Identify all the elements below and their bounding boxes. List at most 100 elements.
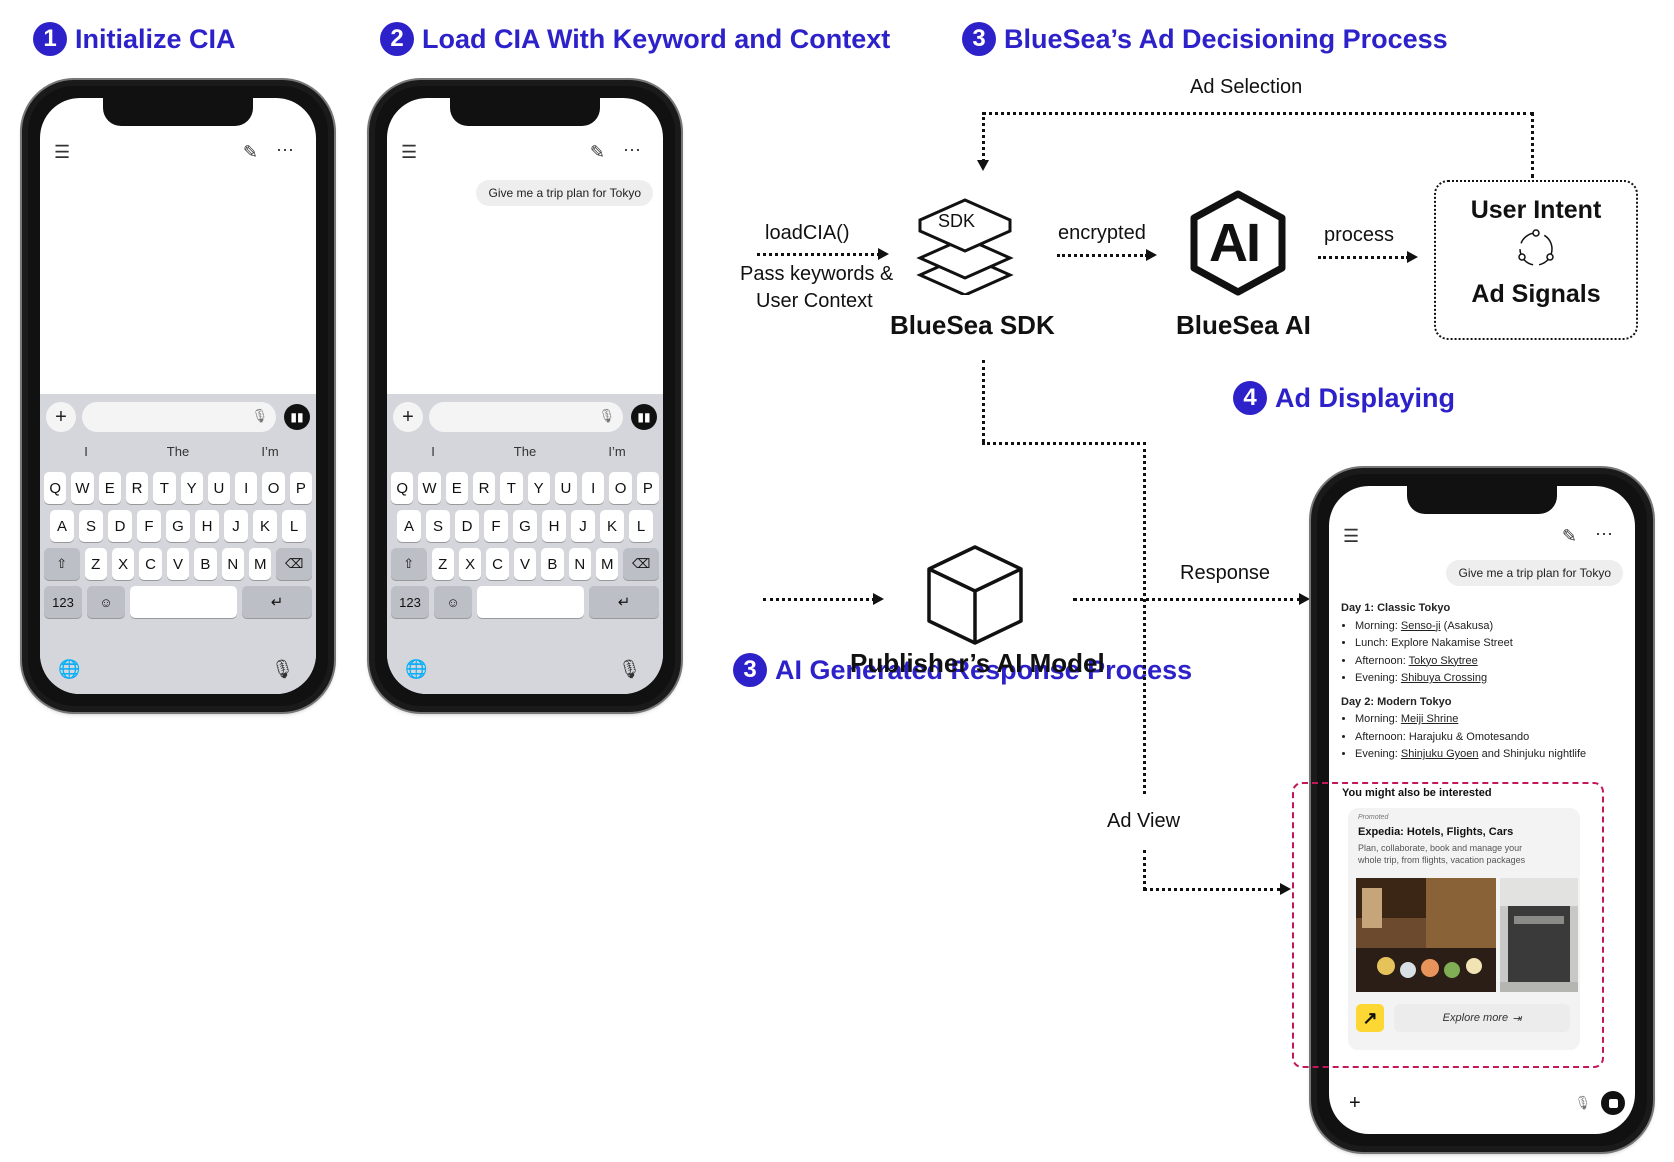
key[interactable]: F bbox=[484, 510, 508, 542]
edit-icon[interactable]: ✎ bbox=[589, 142, 605, 162]
ad-card[interactable]: Promoted Expedia: Hotels, Flights, Cars … bbox=[1348, 808, 1580, 1050]
key[interactable]: M bbox=[249, 548, 272, 580]
globe-icon[interactable]: 🌐 bbox=[58, 659, 81, 679]
return-key[interactable]: ↵ bbox=[242, 586, 312, 618]
key[interactable]: H bbox=[542, 510, 566, 542]
key[interactable]: S bbox=[79, 510, 103, 542]
key[interactable]: W bbox=[71, 472, 94, 504]
suggestion[interactable]: The bbox=[166, 444, 190, 459]
place-link[interactable]: Tokyo Skytree bbox=[1408, 654, 1478, 667]
key[interactable]: K bbox=[600, 510, 624, 542]
key[interactable]: P bbox=[636, 472, 659, 504]
add-button[interactable]: + bbox=[1349, 1091, 1361, 1114]
place-link[interactable]: Shibuya Crossing bbox=[1400, 672, 1488, 684]
key[interactable]: Q bbox=[391, 472, 414, 504]
more-icon[interactable]: ⋯ bbox=[276, 140, 294, 160]
more-icon[interactable]: ⋯ bbox=[1595, 524, 1613, 544]
key[interactable]: U bbox=[554, 472, 578, 504]
suggestion[interactable]: I’m bbox=[608, 444, 626, 459]
key[interactable]: H bbox=[195, 510, 219, 542]
space-key[interactable] bbox=[130, 586, 237, 618]
menu-icon[interactable]: ☰ bbox=[54, 142, 71, 162]
key[interactable]: I bbox=[582, 472, 605, 504]
key[interactable]: A bbox=[50, 510, 74, 542]
dictation-mic-icon[interactable]: 🎙 bbox=[271, 659, 294, 679]
space-key[interactable] bbox=[477, 586, 584, 618]
place-link[interactable]: Senso-ji bbox=[1400, 619, 1441, 632]
edit-icon[interactable]: ✎ bbox=[1561, 526, 1577, 546]
menu-icon[interactable]: ☰ bbox=[1343, 526, 1360, 546]
key[interactable]: U bbox=[207, 472, 231, 504]
mic-icon[interactable]: 🎙 bbox=[598, 408, 615, 423]
key[interactable]: J bbox=[571, 510, 595, 542]
key[interactable]: V bbox=[513, 548, 537, 580]
key[interactable]: O bbox=[609, 472, 632, 504]
ad-title[interactable]: Expedia: Hotels, Flights, Cars bbox=[1358, 826, 1514, 838]
key[interactable]: F bbox=[137, 510, 161, 542]
key[interactable]: O bbox=[262, 472, 285, 504]
key[interactable]: P bbox=[289, 472, 312, 504]
key[interactable]: N bbox=[221, 548, 245, 580]
key[interactable]: Y bbox=[180, 472, 203, 504]
key[interactable]: B bbox=[541, 548, 564, 580]
mic-icon[interactable]: 🎙 bbox=[251, 408, 268, 423]
voice-mode-icon[interactable]: ▮▮ bbox=[631, 404, 657, 430]
place-link[interactable]: Meiji Shrine bbox=[1400, 713, 1459, 725]
chat-input[interactable]: 🎙 bbox=[82, 402, 276, 432]
more-icon[interactable]: ⋯ bbox=[623, 140, 641, 160]
key[interactable]: X bbox=[111, 548, 135, 580]
emoji-key[interactable]: ☺ bbox=[434, 586, 472, 618]
key[interactable]: K bbox=[253, 510, 277, 542]
numbers-key[interactable]: 123 bbox=[44, 586, 82, 618]
suggestion[interactable]: The bbox=[513, 444, 537, 459]
key[interactable]: C bbox=[486, 548, 509, 580]
suggestion[interactable]: I bbox=[431, 444, 435, 459]
key[interactable]: A bbox=[397, 510, 421, 542]
key[interactable]: W bbox=[418, 472, 441, 504]
key[interactable]: I bbox=[235, 472, 258, 504]
add-button[interactable]: + bbox=[393, 402, 423, 432]
chat-input[interactable]: 🎙 bbox=[429, 402, 623, 432]
key[interactable]: C bbox=[139, 548, 162, 580]
key[interactable]: Z bbox=[431, 548, 454, 580]
key[interactable]: B bbox=[194, 548, 217, 580]
return-key[interactable]: ↵ bbox=[589, 586, 659, 618]
key[interactable]: Z bbox=[84, 548, 107, 580]
shift-key[interactable]: ⇧ bbox=[44, 548, 80, 580]
key[interactable]: Y bbox=[527, 472, 550, 504]
key[interactable]: T bbox=[500, 472, 523, 504]
key[interactable]: Q bbox=[44, 472, 67, 504]
key[interactable]: R bbox=[472, 472, 496, 504]
key[interactable]: X bbox=[458, 548, 482, 580]
globe-icon[interactable]: 🌐 bbox=[405, 659, 428, 679]
key[interactable]: G bbox=[513, 510, 537, 542]
key[interactable]: L bbox=[629, 510, 653, 542]
key[interactable]: T bbox=[153, 472, 176, 504]
mic-icon[interactable]: 🎙 bbox=[1574, 1095, 1591, 1110]
key[interactable]: J bbox=[224, 510, 248, 542]
voice-mode-icon[interactable]: ▮▮ bbox=[284, 404, 310, 430]
emoji-key[interactable]: ☺ bbox=[87, 586, 125, 618]
key[interactable]: D bbox=[108, 510, 132, 542]
key[interactable]: N bbox=[568, 548, 592, 580]
suggestion[interactable]: I bbox=[84, 444, 88, 459]
suggestion[interactable]: I’m bbox=[261, 444, 279, 459]
key[interactable]: G bbox=[166, 510, 190, 542]
edit-icon[interactable]: ✎ bbox=[242, 142, 258, 162]
add-button[interactable]: + bbox=[46, 402, 76, 432]
numbers-key[interactable]: 123 bbox=[391, 586, 429, 618]
key[interactable]: E bbox=[445, 472, 468, 504]
key[interactable]: L bbox=[282, 510, 306, 542]
backspace-key[interactable]: ⌫ bbox=[623, 548, 659, 580]
place-link[interactable]: Shinjuku Gyoen bbox=[1400, 748, 1479, 760]
shift-key[interactable]: ⇧ bbox=[391, 548, 427, 580]
key[interactable]: E bbox=[98, 472, 121, 504]
backspace-key[interactable]: ⌫ bbox=[276, 548, 312, 580]
menu-icon[interactable]: ☰ bbox=[401, 142, 418, 162]
dictation-mic-icon[interactable]: 🎙 bbox=[618, 659, 641, 679]
explore-more-button[interactable]: Explore more ⇥ bbox=[1394, 1004, 1570, 1032]
stop-button[interactable] bbox=[1601, 1091, 1625, 1115]
key[interactable]: S bbox=[426, 510, 450, 542]
key[interactable]: M bbox=[596, 548, 619, 580]
key[interactable]: D bbox=[455, 510, 479, 542]
